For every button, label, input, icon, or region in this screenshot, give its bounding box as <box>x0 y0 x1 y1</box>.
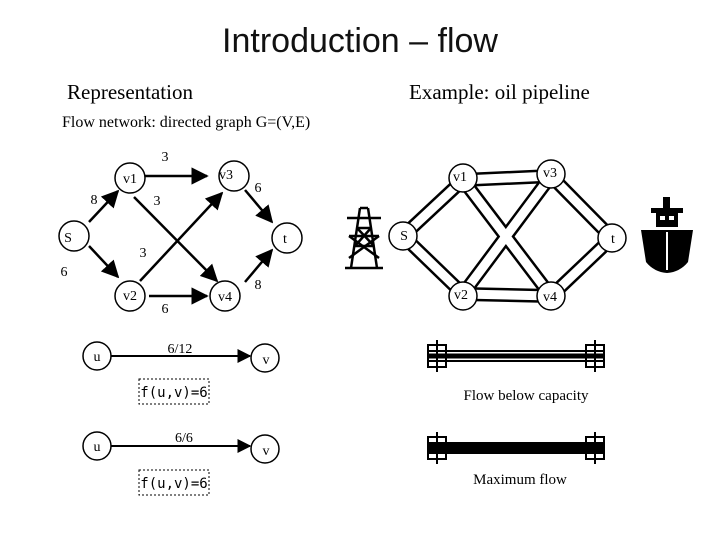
ship-icon <box>641 197 693 273</box>
node-label-u-1: u <box>94 350 101 365</box>
pipeline-label-v1: v1 <box>453 170 467 185</box>
caption-below-capacity: Flow below capacity <box>464 388 589 404</box>
node-label-v-2: v <box>263 444 270 459</box>
node-v4 <box>209 280 241 312</box>
capacity-v2-v4: 6 <box>162 302 169 317</box>
capacity-v4-t: 8 <box>255 278 262 293</box>
node-v-2 <box>250 434 280 464</box>
caption-maximum-flow: Maximum flow <box>473 472 567 488</box>
pipeline-node-v3 <box>536 159 566 189</box>
pipeline-node-v4 <box>536 281 566 311</box>
node-label-u-2: u <box>94 440 101 455</box>
edge-example-below-capacity: u v 6/12 f(u,v)=6 <box>82 341 280 405</box>
capacity-label-1: 6/12 <box>168 342 193 357</box>
node-label-v3: v3 <box>219 168 233 183</box>
edge-v4-t <box>244 248 274 283</box>
node-label-v4: v4 <box>218 290 232 305</box>
pipeline-label-v4: v4 <box>543 290 557 305</box>
flow-network-graph: v1 v3 S t v2 v4 8 6 3 3 3 6 6 8 <box>58 150 303 317</box>
pipeline-label-v3: v3 <box>543 166 557 181</box>
capacity-label-2: 6/6 <box>175 431 193 446</box>
oil-derrick-icon <box>345 206 383 270</box>
node-u-2 <box>82 431 112 461</box>
edge-v3-t <box>244 189 274 224</box>
node-u-1 <box>82 341 112 371</box>
pipeline-node-v2 <box>448 281 478 311</box>
pipeline-node-s <box>388 221 418 251</box>
pipe-below-capacity-icon <box>427 340 605 372</box>
oil-pipeline-diagram: S v1 v3 t v2 v4 <box>345 159 693 311</box>
node-t <box>271 222 303 254</box>
capacity-v1-v3: 3 <box>162 150 169 165</box>
pipeline-label-v2: v2 <box>454 288 468 303</box>
flow-label-1: f(u,v)=6 <box>140 385 207 401</box>
flow-label-2: f(u,v)=6 <box>140 476 207 492</box>
node-label-t: t <box>283 232 287 247</box>
edge-v2-v3 <box>139 191 224 282</box>
pipeline-label-t: t <box>611 232 615 247</box>
node-s <box>58 220 90 252</box>
left-heading: Representation <box>67 80 193 104</box>
node-v3 <box>218 160 250 192</box>
node-v-1 <box>250 343 280 373</box>
capacity-s-v1: 8 <box>91 193 98 208</box>
node-label-v1: v1 <box>123 172 137 187</box>
pipe-maximum-flow-icon <box>427 432 605 464</box>
pipeline-label-s: S <box>400 229 408 244</box>
capacity-v2-v3: 3 <box>140 246 147 261</box>
capacity-v3-t: 6 <box>255 181 262 196</box>
edge-v1-v4 <box>133 196 219 283</box>
edge-s-v2 <box>88 245 120 279</box>
node-label-v2: v2 <box>123 289 137 304</box>
pipeline-node-v1 <box>448 163 478 193</box>
flow-network-subheading: Flow network: directed graph G=(V,E) <box>62 114 311 131</box>
pipeline-node-t <box>597 223 627 253</box>
capacity-s-v2: 6 <box>61 265 68 280</box>
node-label-v-1: v <box>263 353 270 368</box>
edge-example-maximum-flow: u v 6/6 f(u,v)=6 <box>82 431 280 496</box>
slide-title: Introduction – flow <box>222 22 498 60</box>
capacity-v1-v4: 3 <box>154 194 161 209</box>
node-v2 <box>114 280 146 312</box>
node-v1 <box>114 162 146 194</box>
right-heading: Example: oil pipeline <box>409 80 590 104</box>
node-label-s: S <box>64 231 72 246</box>
edge-s-v1 <box>88 189 120 223</box>
